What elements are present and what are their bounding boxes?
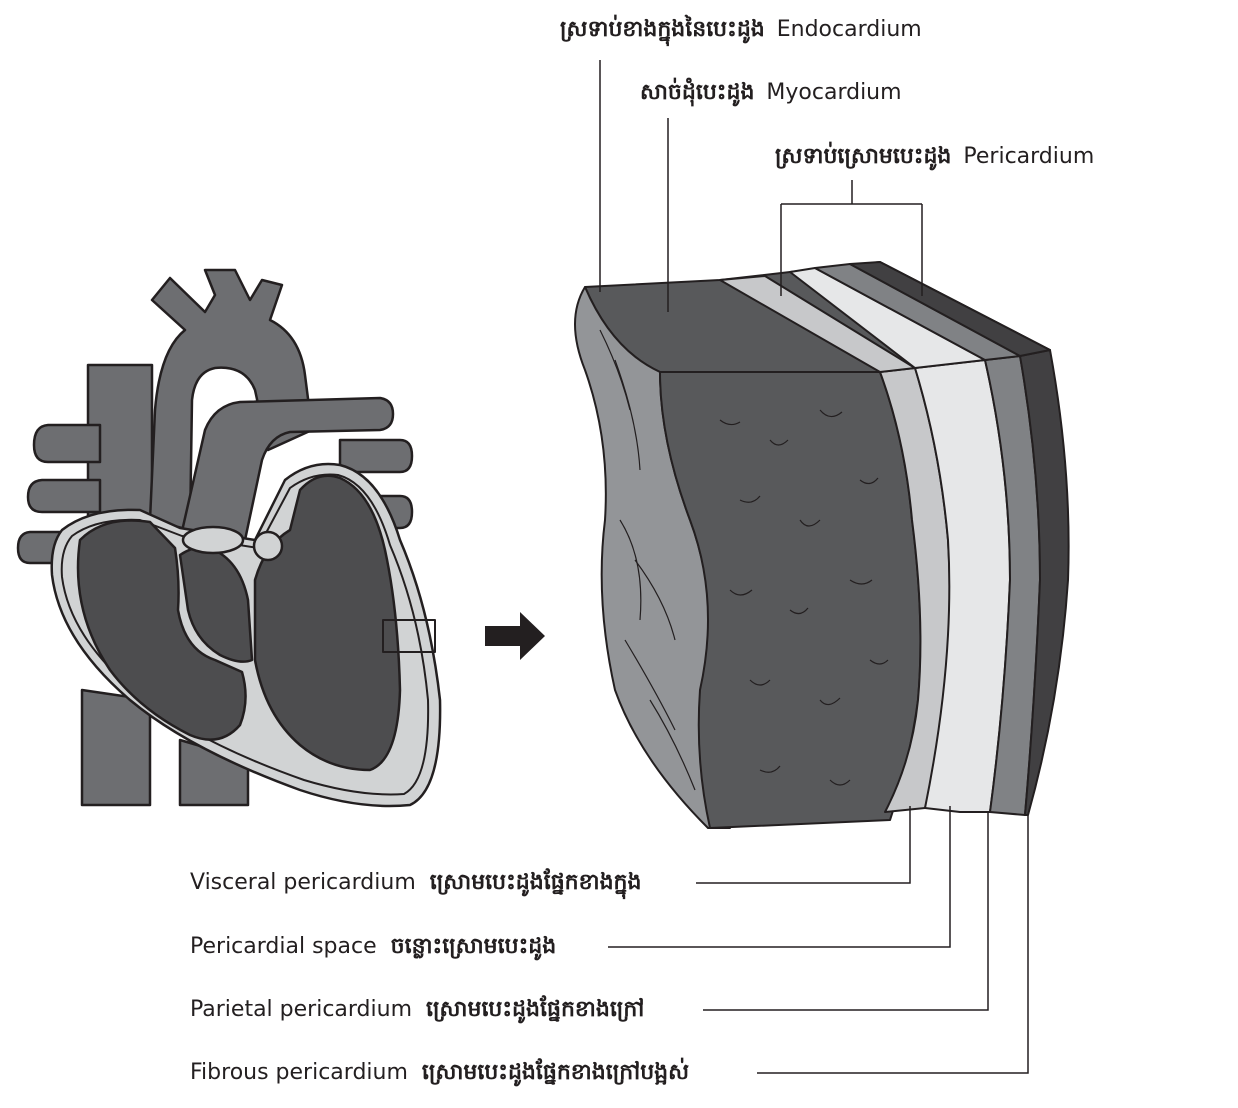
- leader-pericardium: [780, 180, 923, 296]
- right-atrium-ventricle: [76, 519, 247, 741]
- top-face-fibrous: [849, 261, 1051, 357]
- heart-illustration: [16, 268, 442, 808]
- parietal-label-kh: ស្រោមបេះដូងផ្នែកខាងក្រៅ: [426, 997, 645, 1022]
- parietal-pericardium-label: Parietal pericardium ស្រោមបេះដូងផ្នែកខាងក…: [190, 995, 644, 1027]
- left-ventricle: [253, 474, 402, 772]
- endocardium-label: ស្រទាប់ខាងក្នុងនៃបេះដូង Endocardium: [560, 15, 922, 47]
- visceral-pericardium-label: Visceral pericardium ស្រោមបេះដូងផ្នែកខាងក…: [190, 868, 641, 900]
- fibrous-pericardium-label: Fibrous pericardium ស្រោមបេះដូងផ្នែកខាងក្…: [190, 1058, 689, 1090]
- pulmonary-trunk: [178, 396, 395, 542]
- fibrous-label-kh: ស្រោមបេះដូងផ្នែកខាងក្រៅបង្អស់: [421, 1060, 690, 1085]
- space-label-kh: ចន្លោះស្រោមបេះដូង: [390, 934, 557, 959]
- visceral-label-kh: ស្រោមបេះដូងផ្នែកខាងក្នុង: [429, 870, 642, 895]
- myocardium-label-en: Myocardium: [766, 80, 902, 105]
- fibrous-label-en: Fibrous pericardium: [190, 1060, 408, 1085]
- arrow-right-icon: [485, 612, 545, 660]
- endocardium-texture: [599, 329, 696, 791]
- leader-fibrous: [757, 815, 1029, 1074]
- myocardium-label-kh: សាច់ដុំបេះដូង: [640, 80, 755, 105]
- leader-parietal: [703, 812, 989, 1011]
- pericardium-label-en: Pericardium: [963, 144, 1095, 169]
- heart-outer-wall-inner-line: [60, 473, 430, 796]
- leader-space: [608, 806, 951, 948]
- endocardium-label-kh: ស្រទាប់ខាងក្នុងនៃបេះដូង: [560, 17, 765, 42]
- myocardium-label: សាច់ដុំបេះដូង Myocardium: [640, 78, 902, 110]
- heart-wall-cross-section: [574, 261, 1070, 829]
- tricuspid-valve: [181, 525, 245, 555]
- pulmonary-vein-left-1: [32, 423, 102, 464]
- myocardium-texture: [719, 409, 889, 786]
- pericardium-label: ស្រទាប់ស្រោមបេះដូង Pericardium: [775, 142, 1094, 174]
- pulmonary-vein-left-2: [26, 478, 102, 514]
- zoom-region-box: [382, 619, 436, 653]
- space-label-en: Pericardial space: [190, 934, 377, 959]
- leader-lines: [599, 60, 1029, 1074]
- aortic-arch: [148, 268, 314, 532]
- visceral-label-en: Visceral pericardium: [190, 870, 416, 895]
- endocardium-label-en: Endocardium: [776, 17, 922, 42]
- pulmonary-vein-right-1: [338, 438, 414, 474]
- pericardium-label-kh: ស្រទាប់ស្រោមបេះដូង: [775, 144, 952, 169]
- mitral-valve: [252, 530, 284, 562]
- parietal-label-en: Parietal pericardium: [190, 997, 413, 1022]
- leader-visceral: [696, 806, 911, 884]
- pericardial-space-label: Pericardial space ចន្លោះស្រោមបេះដូង: [190, 932, 556, 964]
